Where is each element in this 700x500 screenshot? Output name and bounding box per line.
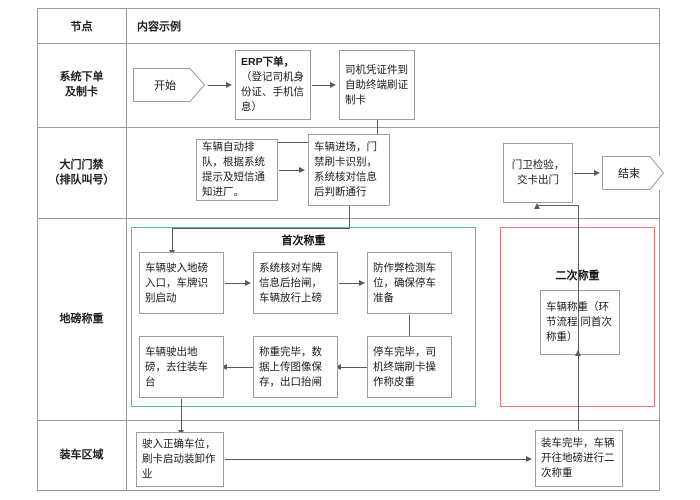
arrow-enter-to-verify-icon [245, 279, 251, 286]
node-verify-plate-label: 系统核对车牌信息后抬闸，车辆放行上磅 [259, 261, 322, 304]
arrow-upload-to-exit-icon [221, 363, 227, 370]
column-header-node-label: 节点 [70, 20, 93, 33]
node-anti-cheat-label: 防作弊检测车位，确保停车准备 [373, 261, 436, 304]
connector-upload-to-exit [227, 367, 253, 368]
arrow-trunk-to-guard-icon [533, 203, 540, 209]
start-terminator-label: 开始 [154, 80, 176, 92]
connector-start-to-erp [208, 85, 228, 86]
connector-right-trunk [578, 205, 579, 435]
node-enter-gate[interactable]: 车辆进场，门禁刷卡识别，系统核对信息后判断通行 [308, 134, 390, 206]
node-tare-weigh[interactable]: 停车完毕，司机终端刷卡操作称皮重 [367, 336, 452, 398]
node-exit-scale[interactable]: 车辆驶出地磅，去往装车台 [139, 336, 224, 398]
node-loading-done[interactable]: 装车完毕，车辆开往地磅进行二次称重 [535, 430, 623, 487]
arrow-tare-to-upload-icon [335, 363, 341, 370]
node-erp-order[interactable]: ERP下单， （登记司机身份证、手机信息） [235, 50, 311, 120]
row-label-weighbridge: 地磅称重 [37, 218, 126, 420]
grid-line-r3 [37, 218, 660, 219]
node-erp-order-title: ERP下单， [241, 56, 295, 68]
arrow-queue-to-gate-icon [299, 166, 305, 173]
row-label-order-card-line1: 系统下单 [59, 71, 104, 83]
grid-line-r4 [37, 420, 660, 421]
pentagon-shape-icon [602, 156, 664, 190]
row-label-gate-line2: （排队叫号） [48, 173, 115, 186]
group-first-weigh-title: 首次称重 [281, 235, 326, 247]
connector-queue-to-gate [279, 170, 301, 171]
arrow-verify-to-anticheat-icon [359, 279, 365, 286]
node-second-weigh-label: 车辆称重（环节流程 同首次称重） [546, 301, 612, 343]
grid-line-left [37, 8, 38, 490]
node-upload-data[interactable]: 称重完毕，数据上传图像保存，出口抬闸 [253, 336, 338, 398]
node-second-weigh[interactable]: 车辆称重（环节流程 同首次称重） [540, 290, 620, 355]
arrow-into-second-weigh-icon [574, 350, 581, 356]
row-label-loading-text: 装车区域 [59, 448, 104, 461]
column-header-content: 内容示例 [137, 8, 181, 43]
grid-line-r2 [37, 127, 660, 128]
node-verify-plate[interactable]: 系统核对车牌信息后抬闸，车辆放行上磅 [253, 252, 338, 314]
node-upload-data-label: 称重完毕，数据上传图像保存，出口抬闸 [259, 345, 322, 388]
node-loading-done-label: 装车完毕，车辆开往地磅进行二次称重 [541, 437, 615, 479]
connector-enter-to-verify [225, 283, 247, 284]
node-enter-scale[interactable]: 车辆驶入地磅入口，车牌识别启动 [139, 252, 224, 314]
row-label-order-card: 系统下单 及制卡 [37, 43, 126, 127]
connector-erp-to-card [312, 85, 332, 86]
node-guard-check-label: 门卫检验，交卡出门 [511, 159, 565, 186]
connector-anticheat-down [409, 315, 410, 336]
arrow-start-to-erp-icon [226, 81, 232, 88]
node-enter-scale-label: 车辆驶入地磅入口，车牌识别启动 [145, 261, 208, 304]
connector-loading-to-done [225, 459, 528, 460]
node-start-loading-label: 驶入正确车位，刷卡启动装卸作业 [142, 438, 216, 480]
arrow-erp-to-card-icon [330, 81, 336, 88]
connector-gate-to-scale [172, 228, 173, 252]
arrow-loading-to-done-icon [526, 455, 532, 462]
grid-line-r1 [37, 43, 660, 44]
row-label-loading: 装车区域 [37, 420, 126, 490]
connector-card-left [235, 142, 378, 143]
node-card-terminal[interactable]: 司机凭证件到自助终端刷证制卡 [339, 50, 415, 120]
node-card-terminal-label: 司机凭证件到自助终端刷证制卡 [345, 63, 408, 106]
node-erp-order-detail: （登记司机身份证、手机信息） [241, 71, 304, 113]
row-label-gate: 大门门禁 （排队叫号） [37, 127, 126, 218]
grid-line-bottom [37, 490, 660, 491]
end-terminator[interactable]: 结束 [602, 156, 664, 190]
node-auto-queue[interactable]: 车辆自动排队，根据系统提示及短信通知进厂。 [196, 139, 278, 201]
start-terminator[interactable]: 开始 [133, 68, 205, 102]
connector-tare-to-upload [341, 367, 367, 368]
end-terminator-label: 结束 [618, 168, 640, 180]
column-header-node: 节点 [37, 8, 126, 43]
group-first-weigh [131, 227, 476, 407]
arrow-guard-to-end-icon [594, 169, 600, 176]
connector-exit-to-loading [181, 399, 182, 432]
row-label-gate-line1: 大门门禁 [59, 158, 104, 171]
connector-gate-left [172, 228, 350, 229]
node-tare-weigh-label: 停车完毕，司机终端刷卡操作称皮重 [373, 345, 436, 388]
connector-verify-to-anticheat [339, 283, 361, 284]
connector-trunk-to-guard [537, 205, 579, 206]
row-label-weighbridge-text: 地磅称重 [59, 312, 104, 325]
node-auto-queue-label: 车辆自动排队，根据系统提示及短信通知进厂。 [202, 141, 265, 198]
node-anti-cheat[interactable]: 防作弊检测车位，确保停车准备 [367, 252, 452, 314]
connector-guard-to-end [574, 173, 596, 174]
row-label-order-card-line2: 及制卡 [65, 86, 98, 98]
grid-line-top [37, 8, 660, 9]
node-exit-scale-label: 车辆驶出地磅，去往装车台 [145, 345, 208, 388]
node-enter-gate-label: 车辆进场，门禁刷卡识别，系统核对信息后判断通行 [314, 141, 377, 198]
column-header-content-label: 内容示例 [137, 20, 181, 33]
pentagon-shape-icon [133, 68, 205, 102]
grid-line-right [659, 8, 660, 490]
group-second-weigh-title: 二次称重 [500, 267, 655, 283]
connector-card-down [377, 120, 378, 143]
node-start-loading[interactable]: 驶入正确车位，刷卡启动装卸作业 [136, 432, 224, 487]
connector-gate-down [349, 206, 350, 229]
grid-line-col1 [126, 8, 127, 490]
group-second-weigh [500, 227, 655, 407]
node-guard-check[interactable]: 门卫检验，交卡出门 [503, 143, 573, 203]
